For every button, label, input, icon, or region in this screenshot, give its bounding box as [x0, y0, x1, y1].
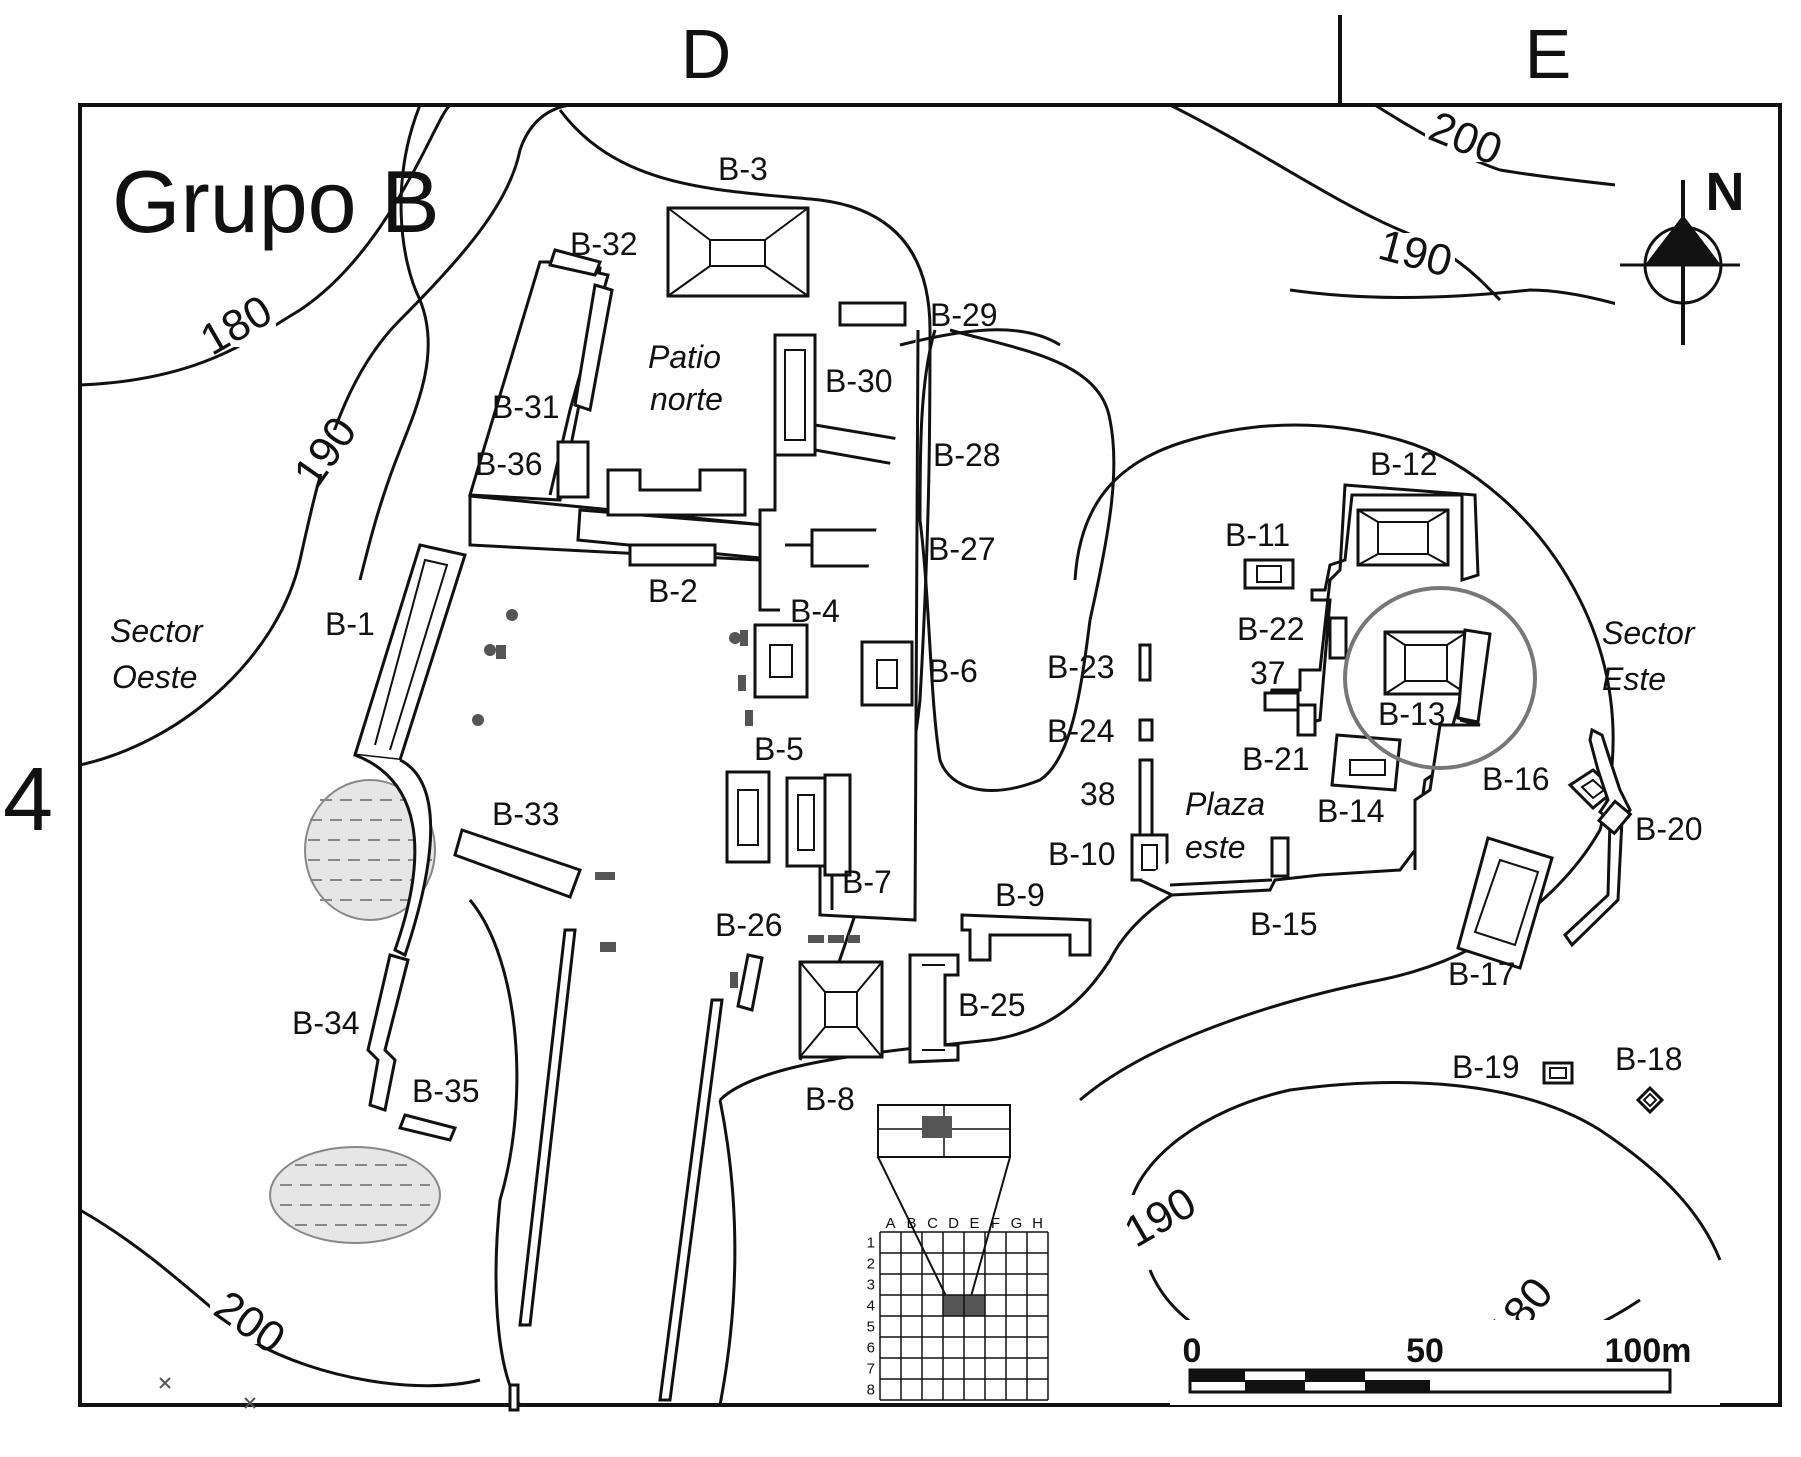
structure-labels: B-3 B-32 B-29 B-30 B-31 B-36 B-28 B-27 B…	[292, 151, 1703, 1117]
north-label: N	[1706, 162, 1745, 222]
structure-label: B-26	[715, 907, 783, 943]
structure-label: B-20	[1635, 811, 1703, 847]
map-title: Grupo B	[112, 152, 440, 251]
structure-label: B-5	[754, 731, 804, 767]
sector-oeste-label: Oeste	[112, 659, 197, 695]
structure-label: B-12	[1370, 446, 1438, 482]
structure-label: 37	[1250, 655, 1286, 691]
area-labels: Sector Oeste Sector Este Patio norte Pla…	[110, 339, 1696, 865]
highlight-circle	[1343, 586, 1537, 770]
contour-label: 200	[206, 1281, 294, 1363]
structure-label: B-11	[1225, 517, 1290, 553]
contour-label: 190	[284, 408, 366, 496]
patio-norte-label: Patio	[648, 339, 721, 375]
inset-row-label: 6	[867, 1340, 875, 1357]
structure-label: B-32	[570, 226, 638, 262]
water-areas	[269, 779, 441, 1244]
structure-label: B-21	[1242, 741, 1310, 777]
patio-norte-label: norte	[650, 381, 723, 417]
inset-column-label: B	[906, 1215, 916, 1232]
structure-label: B-15	[1250, 906, 1318, 942]
structure-label: B-1	[325, 606, 375, 642]
structure-label: B-7	[842, 864, 892, 900]
structure-label: B-23	[1047, 649, 1115, 685]
scale-zero: 0	[1183, 1332, 1202, 1370]
structure-label: B-13	[1378, 696, 1446, 732]
structure-label: B-22	[1237, 611, 1305, 647]
inset-row-label: 7	[867, 1361, 875, 1378]
scale-mid: 50	[1406, 1332, 1444, 1370]
structure-label: B-18	[1615, 1041, 1683, 1077]
structure-label: B-30	[825, 363, 893, 399]
structure-label: B-2	[648, 573, 698, 609]
inset-column-label: A	[885, 1215, 895, 1232]
west-structures	[353, 543, 724, 1412]
scale-end: 100m	[1605, 1332, 1692, 1370]
grid-column-d: D	[681, 15, 732, 93]
scale-bar: 0 50 100m	[1170, 1320, 1720, 1405]
structure-label: B-29	[930, 297, 998, 333]
structure-label: B-4	[790, 593, 840, 629]
structure-label: B-27	[928, 531, 996, 567]
central-structures	[725, 329, 1092, 1064]
structure-label: 38	[1080, 776, 1116, 812]
plaza-este-complex	[1130, 483, 1537, 897]
structure-label: B-25	[958, 987, 1026, 1023]
structure-label: B-8	[805, 1081, 855, 1117]
structure-label: B-17	[1448, 956, 1516, 992]
plaza-este-label: este	[1185, 829, 1245, 865]
sector-oeste-label: Sector	[110, 613, 204, 649]
inset-column-label: D	[948, 1215, 959, 1232]
inset-column-label: F	[991, 1215, 1000, 1232]
inset-row-label: 8	[867, 1382, 875, 1399]
inset-column-label: C	[927, 1215, 938, 1232]
inset-row-label: 5	[867, 1319, 875, 1336]
inset-row-label: 4	[867, 1298, 875, 1315]
contour-label: 180	[192, 286, 280, 365]
inset-column-label: H	[1032, 1215, 1043, 1232]
patio-norte-complex	[468, 206, 907, 699]
structure-label: B-35	[412, 1073, 480, 1109]
structure-label: B-19	[1452, 1049, 1520, 1085]
structure-label: B-34	[292, 1005, 360, 1041]
inset-row-label: 1	[867, 1235, 875, 1252]
inset-column-label: G	[1011, 1215, 1023, 1232]
structure-label: B-16	[1482, 761, 1550, 797]
inset-row-label: 3	[867, 1277, 875, 1294]
inset-highlight-cell	[964, 1295, 985, 1316]
contour-label: 200	[1422, 102, 1508, 175]
inset-row-label: 2	[867, 1256, 875, 1273]
structure-label: B-3	[718, 151, 768, 187]
inset-column-label: E	[969, 1215, 979, 1232]
contour-label: 190	[1116, 1178, 1204, 1257]
structure-label: B-6	[928, 653, 978, 689]
structure-label: B-31	[492, 389, 560, 425]
structure-label: B-28	[933, 437, 1001, 473]
structure-label: B-33	[492, 796, 560, 832]
north-arrow: N	[1615, 160, 1745, 380]
structure-label: B-9	[995, 877, 1045, 913]
structure-label: B-24	[1047, 713, 1115, 749]
structure-label: B-36	[475, 446, 543, 482]
grid-column-e: E	[1525, 15, 1572, 93]
map-frame	[78, 103, 1782, 1407]
sector-este-label: Este	[1602, 661, 1666, 697]
small-features	[159, 609, 860, 1409]
sector-este-label: Sector	[1602, 615, 1696, 651]
grid-row-4: 4	[3, 750, 53, 850]
sector-este-structures	[1456, 727, 1665, 1115]
structure-label: B-14	[1317, 793, 1385, 829]
inset-highlight-cell	[943, 1295, 964, 1316]
plaza-este-label: Plaza	[1185, 786, 1265, 822]
structure-label: B-10	[1048, 836, 1116, 872]
